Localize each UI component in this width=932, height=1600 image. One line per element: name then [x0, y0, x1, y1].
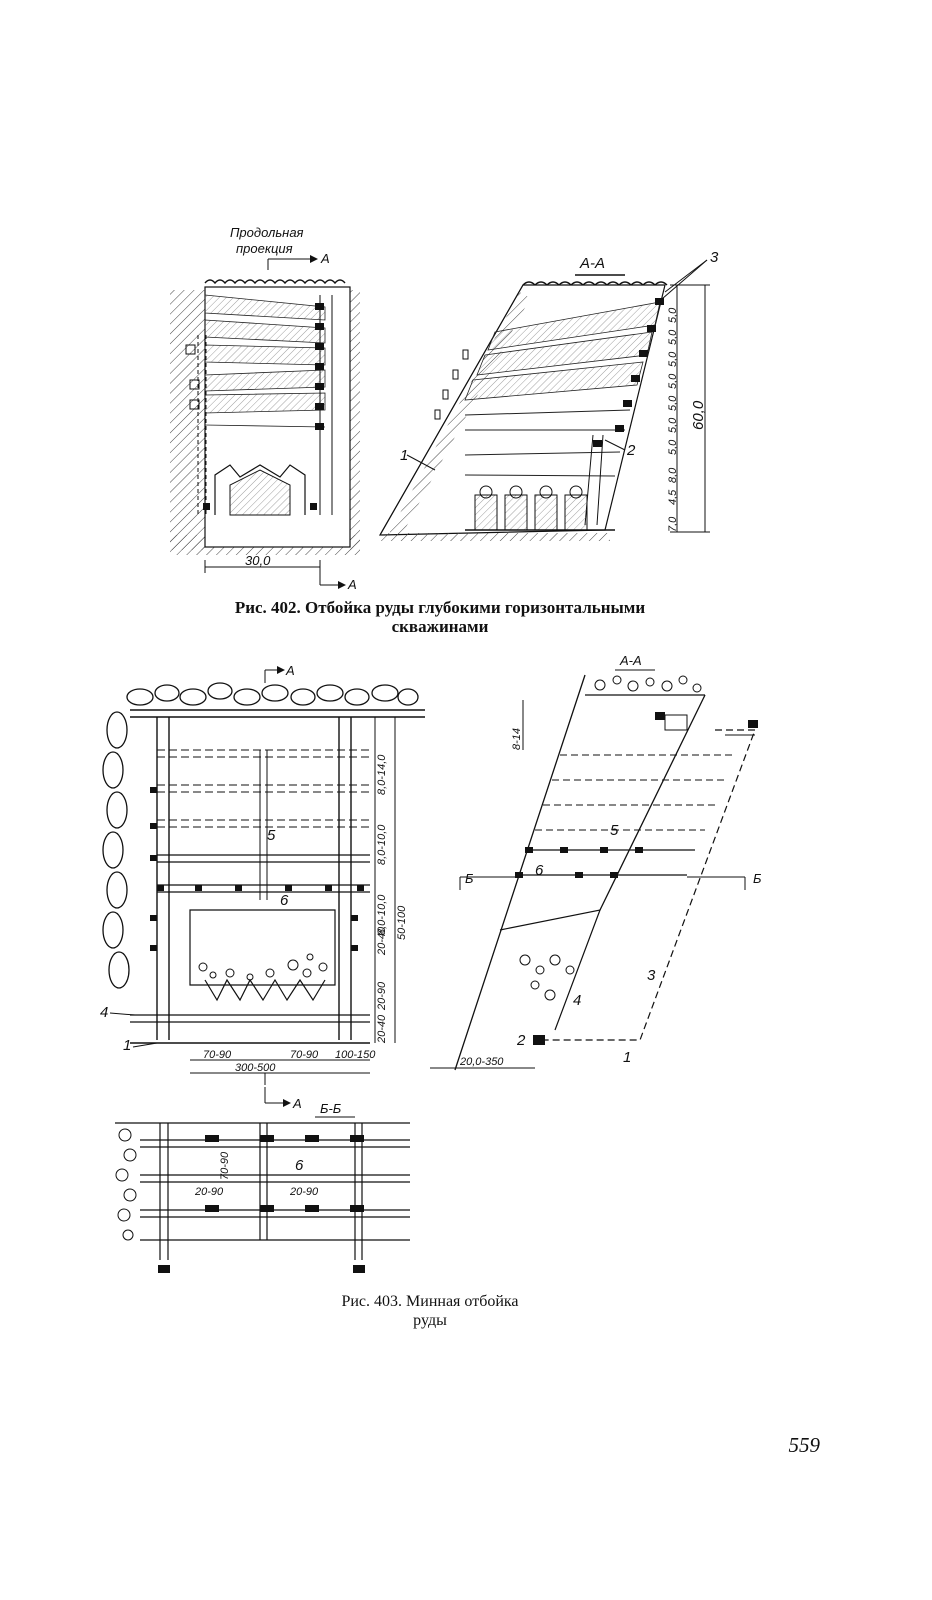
dim-vertical: 70-90 — [219, 1151, 231, 1180]
overall-height: 50-100 — [396, 905, 408, 940]
fig402-caption: Рис. 402. Отбойка руды глубокими горизон… — [160, 598, 720, 636]
dim-5-0-d: 5,0 — [667, 373, 679, 389]
callout-2: 2 — [516, 1032, 526, 1049]
callout-6: 6 — [535, 862, 544, 879]
dim-8-0: 8,0 — [667, 467, 679, 483]
dim-5-0-e: 5,0 — [667, 351, 679, 367]
dim-4-5: 4,5 — [667, 489, 679, 505]
page-number: 559 — [788, 1433, 821, 1457]
width-dimension: 30,0 — [245, 553, 271, 568]
fig402-caption-line1: Рис. 402. Отбойка руды глубокими горизон… — [234, 598, 646, 617]
fig403-caption: Рис. 403. Минная отбойка руды — [290, 1292, 570, 1330]
section-mark-a-top: А — [320, 251, 330, 266]
section-mark-a-bottom: А — [347, 577, 357, 592]
fig403-section-bb: Б-Б 70-90 20-90 20-90 6 — [115, 1101, 410, 1273]
callout-3: 3 — [710, 249, 719, 266]
dim-20-40-b: 20-40 — [376, 1014, 388, 1044]
dim-20-90: 20-90 — [376, 981, 388, 1011]
mark-b-left: Б — [465, 871, 474, 886]
callout-1: 1 — [623, 1049, 631, 1066]
callout-1: 1 — [400, 447, 408, 464]
fig403-caption-line1: Рис. 403. Минная отбойка — [341, 1293, 519, 1310]
dim-5-0-c: 5,0 — [667, 395, 679, 411]
dim-5-0-a: 5,0 — [667, 439, 679, 455]
dim-bottom-1: 70-90 — [203, 1049, 232, 1061]
dim-8-10-b: 8,0-10,0 — [376, 894, 388, 935]
dim-bottom-3: 100-150 — [335, 1049, 376, 1061]
fig403-section-mark-bottom: А — [264, 1087, 302, 1111]
dim-bottom-total: 300-500 — [235, 1062, 276, 1074]
rubble-top — [126, 682, 419, 706]
fig403-caption-line2: руды — [413, 1312, 447, 1329]
dim-5-0-b: 5,0 — [667, 417, 679, 433]
ore-layers — [204, 294, 326, 428]
callout-6: 6 — [295, 1157, 304, 1174]
callout-4: 4 — [573, 992, 581, 1009]
fig403-main-view: А — [100, 663, 425, 1085]
dim-bottom-2: 70-90 — [290, 1049, 319, 1061]
callout-3: 3 — [647, 967, 656, 984]
callout-4: 4 — [100, 1004, 108, 1021]
bunkers — [474, 485, 588, 531]
fig402-section-aa: А-А 3 — [378, 249, 719, 541]
dim-7-0: 7,0 — [667, 516, 679, 532]
section-mark-a-top: А — [285, 663, 295, 678]
projection-label-line2: проекция — [236, 241, 293, 256]
dim-8-10-a: 8,0-10,0 — [376, 824, 388, 865]
section-bb-title: Б-Б — [320, 1101, 342, 1116]
dim-left: 20-90 — [194, 1186, 224, 1198]
main-vertical-dims: 8,0-14,0 8,0-10,0 8,0-10,0 20-40 20-90 2… — [376, 754, 388, 1044]
dim-20-40-a: 20-40 — [376, 926, 388, 956]
section-aa-title: А-А — [619, 653, 642, 668]
callout-5: 5 — [267, 827, 276, 844]
callout-2: 2 — [626, 442, 636, 459]
callout-6: 6 — [280, 892, 289, 909]
dim-5-0-g: 5,0 — [667, 307, 679, 323]
rubble-left — [102, 711, 130, 989]
projection-label-line1: Продольная — [230, 225, 304, 240]
total-height: 60,0 — [690, 400, 707, 430]
dim-5-0-f: 5,0 — [667, 329, 679, 345]
mark-b-right: Б — [753, 871, 762, 886]
dim-right: 20-90 — [289, 1186, 319, 1198]
top-dim: 8-14 — [511, 728, 523, 750]
section-aa-title: А-А — [579, 255, 605, 272]
bottom-dim: 20,0-350 — [459, 1056, 504, 1068]
section-mark-a-bottom: А — [292, 1096, 302, 1111]
fig402-caption-line2: скважинами — [391, 617, 489, 636]
dim-8-14: 8,0-14,0 — [376, 754, 388, 795]
callout-1: 1 — [123, 1037, 131, 1054]
vertical-dimension-chain: 7,0 4,5 8,0 5,0 5,0 5,0 5,0 5,0 5,0 5,0 — [667, 307, 679, 532]
fig402-longitudinal-projection: Продольная проекция А — [170, 225, 360, 592]
fig403-section-aa: А-А — [430, 653, 762, 1071]
callout-5: 5 — [610, 822, 619, 839]
